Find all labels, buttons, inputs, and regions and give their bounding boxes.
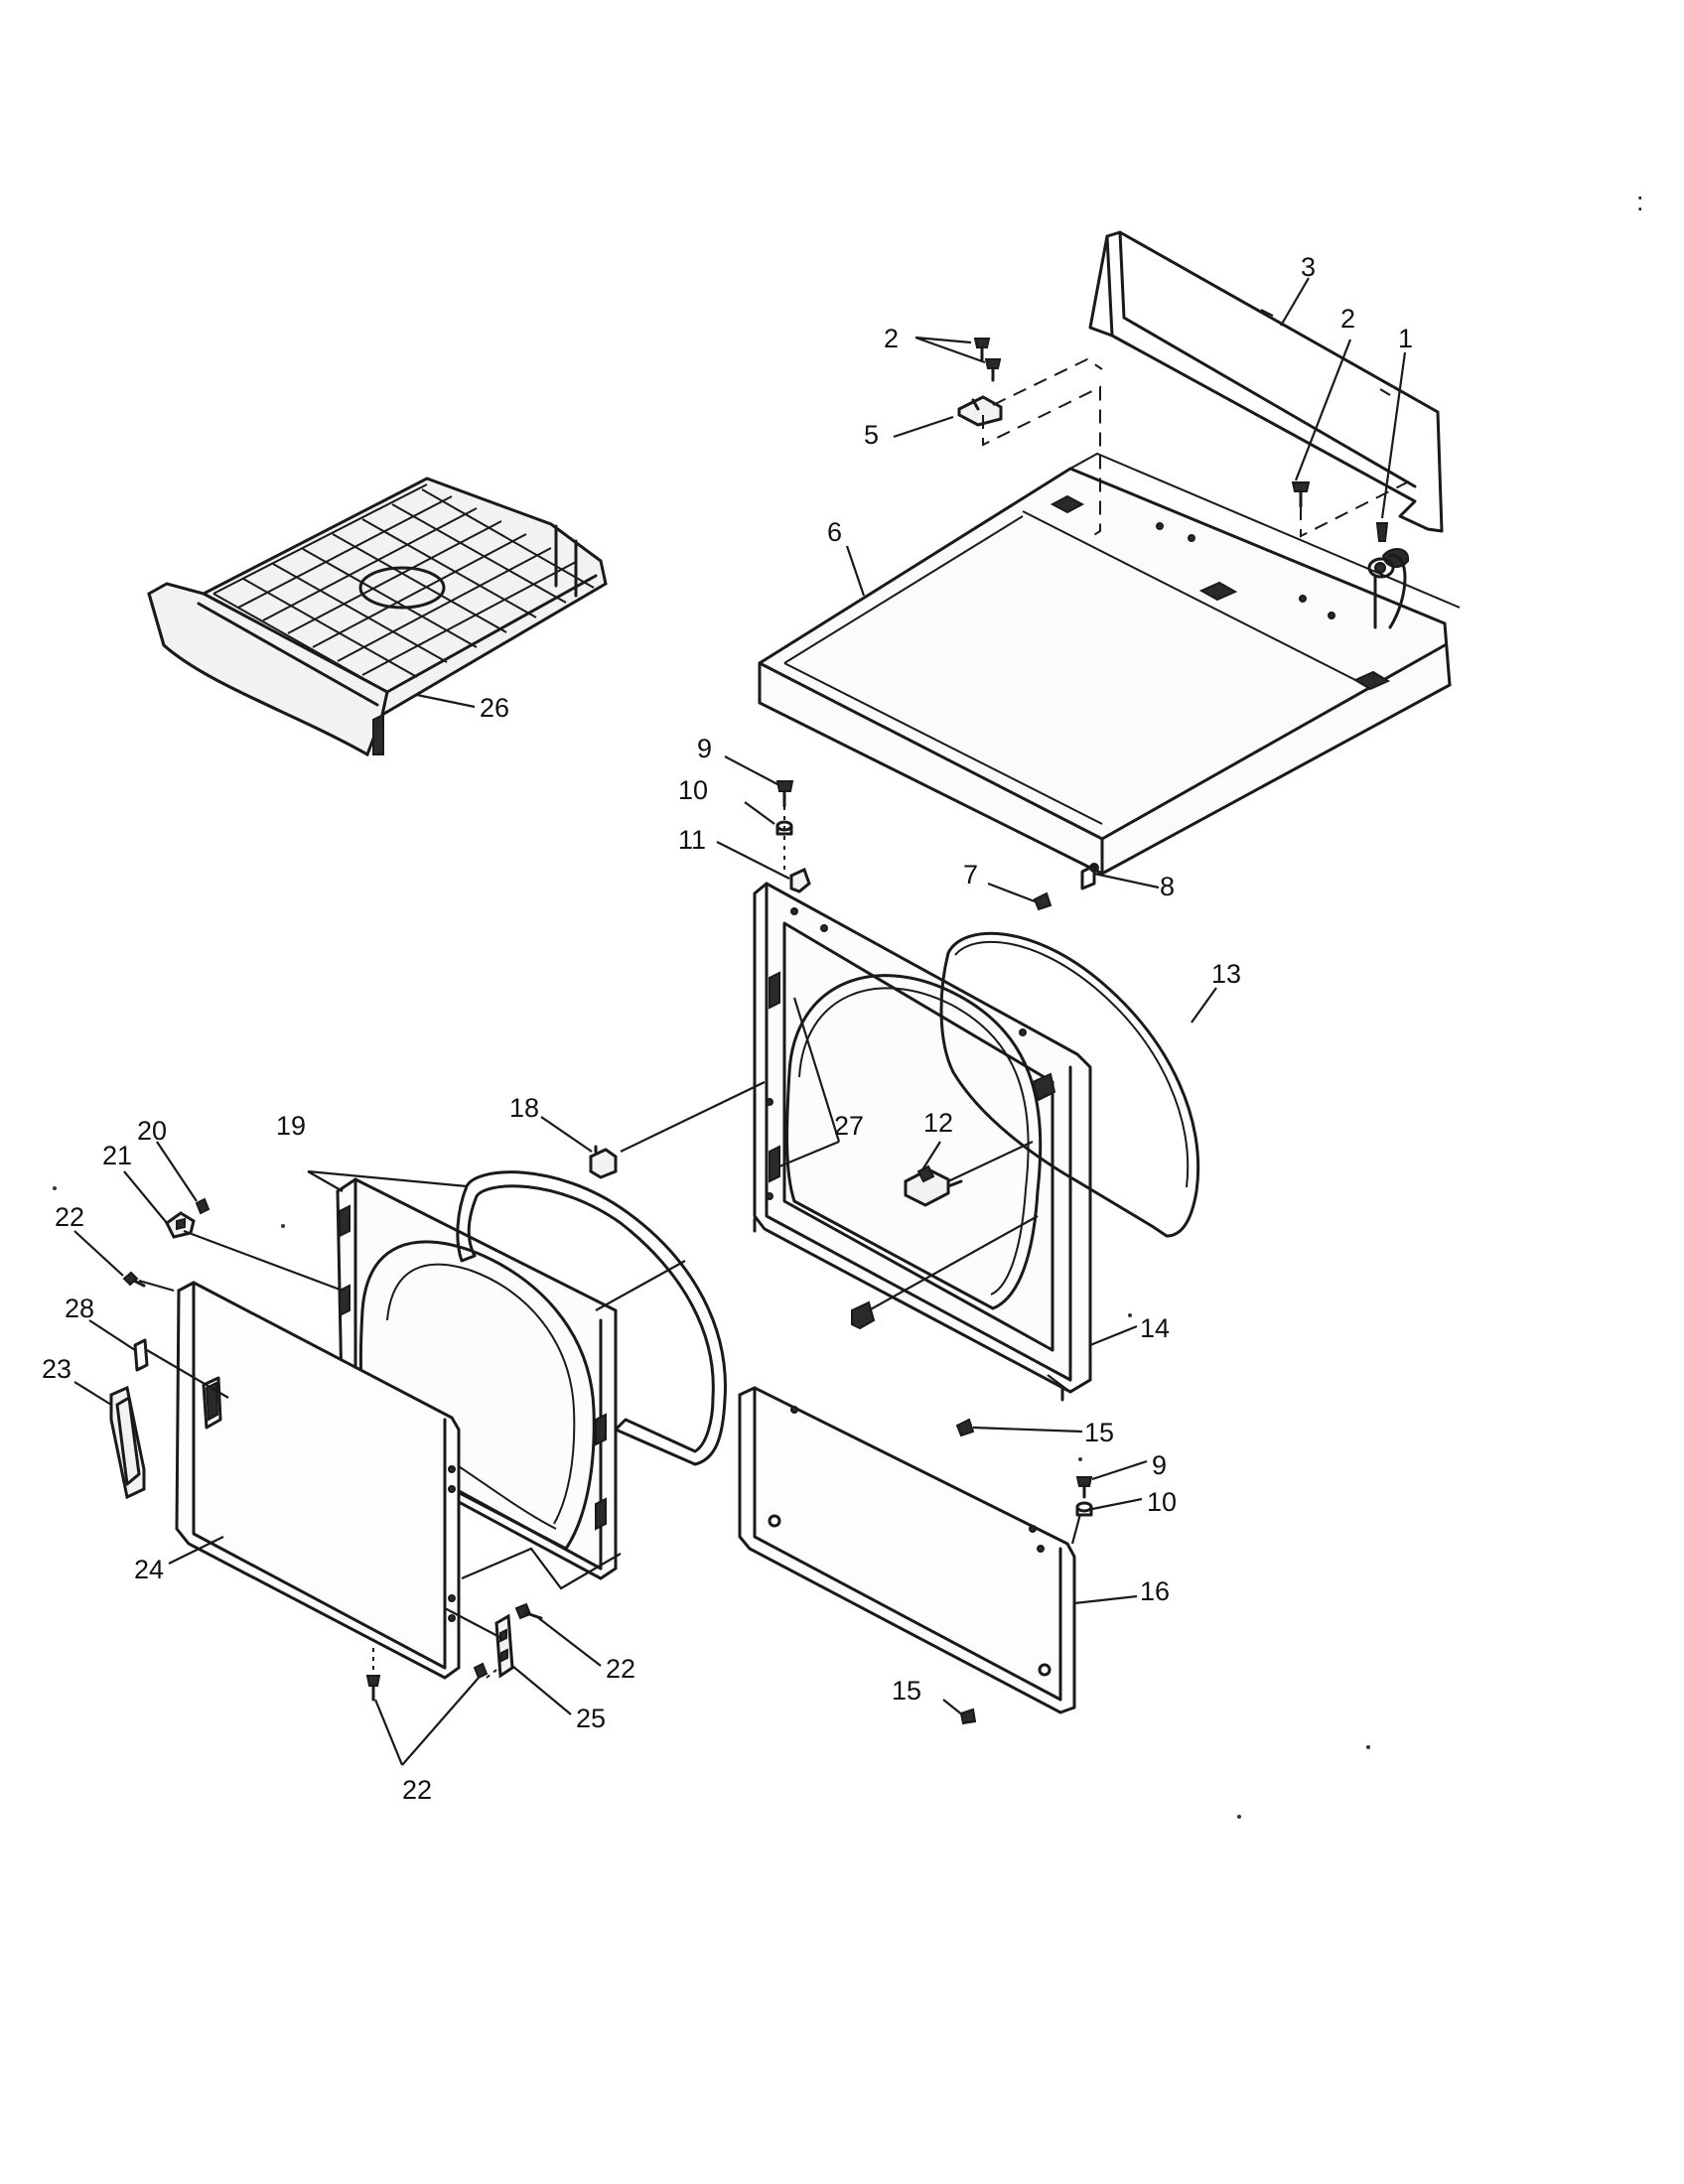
callout-1: 1 bbox=[1398, 324, 1413, 353]
callout-6: 6 bbox=[827, 517, 842, 547]
callout-9-lower: 9 bbox=[1152, 1450, 1167, 1480]
part-22-screw-bottom-mid bbox=[473, 1662, 489, 1680]
callout-18: 18 bbox=[509, 1093, 539, 1123]
callout-14: 14 bbox=[1140, 1313, 1170, 1343]
part-8-tab bbox=[1080, 864, 1096, 890]
callout-13: 13 bbox=[1211, 959, 1241, 989]
assembly-lines bbox=[138, 1081, 1082, 1679]
callout-3: 3 bbox=[1301, 252, 1316, 282]
part-13-seal bbox=[939, 931, 1200, 1238]
part-9-screw-lower bbox=[1075, 1476, 1093, 1499]
part-19-door-gasket bbox=[456, 1170, 727, 1466]
part-7-screw bbox=[1033, 891, 1052, 911]
part-1-fitting bbox=[1367, 522, 1407, 629]
callout-25: 25 bbox=[576, 1704, 606, 1733]
callout-15-lower: 15 bbox=[892, 1676, 921, 1706]
part-3-rear-bracket bbox=[1088, 230, 1444, 533]
callout-5: 5 bbox=[864, 420, 879, 450]
part-20-clip bbox=[195, 1197, 210, 1215]
part-2-screws-left bbox=[973, 338, 1002, 382]
callout-22-hinge: 22 bbox=[606, 1654, 635, 1684]
callout-22-left: 22 bbox=[55, 1202, 84, 1232]
callout-27: 27 bbox=[834, 1111, 864, 1141]
part-24-outer-door bbox=[175, 1281, 461, 1680]
callout-26: 26 bbox=[480, 693, 509, 723]
callout-22-bottom: 22 bbox=[402, 1775, 432, 1805]
part-15-screw-lower bbox=[959, 1707, 977, 1725]
part-15-screw-upper bbox=[955, 1418, 975, 1437]
part-22-screw-bottom bbox=[365, 1675, 381, 1702]
callout-24: 24 bbox=[134, 1555, 164, 1584]
callout-16: 16 bbox=[1140, 1576, 1170, 1606]
callout-labels: 1 2 2 3 5 6 26 9 10 11 7 8 13 27 12 18 1… bbox=[42, 252, 1413, 1805]
callout-2-right: 2 bbox=[1340, 304, 1355, 334]
part-9-screw-top bbox=[775, 780, 794, 808]
callout-19: 19 bbox=[276, 1111, 306, 1141]
part-23-handle bbox=[109, 1385, 146, 1500]
callout-15-upper: 15 bbox=[1084, 1418, 1114, 1447]
callout-8: 8 bbox=[1160, 872, 1175, 901]
part-6-top-panel bbox=[758, 452, 1461, 876]
part-10-washer-lower bbox=[1075, 1501, 1093, 1517]
part-16-lower-panel bbox=[738, 1386, 1076, 1714]
callout-10-top: 10 bbox=[678, 775, 708, 805]
part-11-clip bbox=[789, 867, 811, 893]
part-14-front-frame bbox=[753, 882, 1092, 1402]
part-21-catch bbox=[165, 1211, 196, 1239]
part-5-clip bbox=[957, 395, 1003, 427]
part-22-screw-left bbox=[122, 1271, 146, 1288]
callout-12: 12 bbox=[923, 1108, 953, 1138]
part-18-switch bbox=[589, 1145, 618, 1179]
part-25-hinge bbox=[494, 1613, 514, 1679]
callout-21: 21 bbox=[102, 1141, 132, 1170]
part-26-drying-rack bbox=[147, 477, 608, 757]
part-2-screw-right bbox=[1291, 481, 1311, 508]
part-18-mount bbox=[851, 1300, 876, 1330]
stray-mark: : bbox=[1636, 187, 1644, 216]
callout-11: 11 bbox=[678, 825, 706, 855]
callout-23: 23 bbox=[42, 1354, 71, 1384]
callout-2-left: 2 bbox=[884, 324, 899, 353]
callout-20: 20 bbox=[137, 1116, 167, 1146]
callout-10-lower: 10 bbox=[1147, 1487, 1177, 1517]
callout-9-top: 9 bbox=[697, 734, 712, 763]
callout-28: 28 bbox=[65, 1294, 94, 1323]
part-28-insert bbox=[133, 1338, 149, 1372]
assembly-dashed-lines bbox=[982, 357, 1416, 538]
stray-dots bbox=[53, 1186, 1370, 1819]
callout-7: 7 bbox=[963, 860, 978, 889]
callout-leaders bbox=[73, 277, 1407, 1766]
